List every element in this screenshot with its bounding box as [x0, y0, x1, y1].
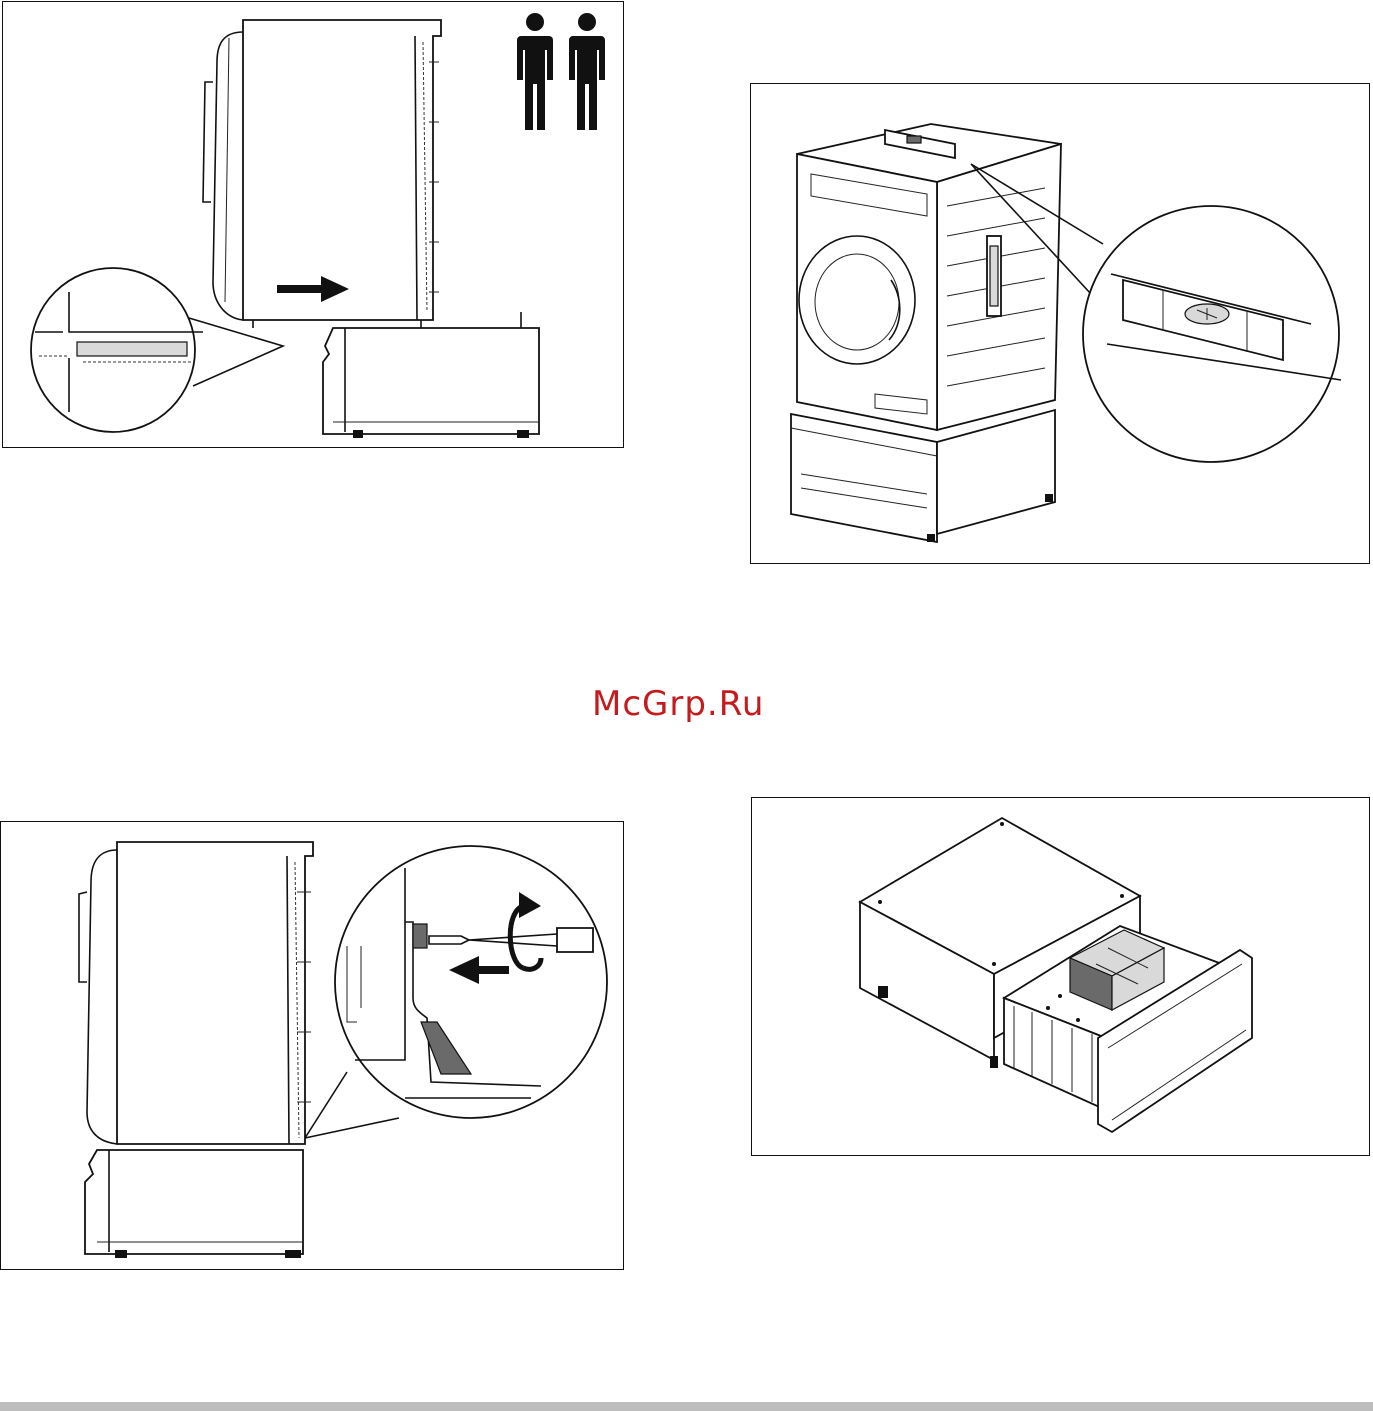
- pedestal-side-view: [323, 312, 539, 438]
- figure-level-appliance: [750, 83, 1370, 564]
- magnifier-callout-icon: [305, 846, 607, 1138]
- figure-pedestal-drawer: [751, 797, 1370, 1156]
- figure-fasten-bracket: [0, 821, 624, 1270]
- level-appliance-illustration: [751, 84, 1371, 565]
- lift-onto-pedestal-illustration: [3, 2, 625, 449]
- washer-3d-view: [797, 124, 1061, 430]
- figure-lift-onto-pedestal: [2, 1, 624, 448]
- footer-bar: [0, 1402, 1373, 1411]
- fasten-bracket-illustration: [1, 822, 625, 1271]
- pedestal-side-view: [85, 1150, 303, 1258]
- two-person-lift-icon: [517, 13, 605, 130]
- pedestal-drawer-illustration: [752, 798, 1371, 1157]
- appliance-side-view: [79, 842, 313, 1144]
- pedestal-drawer-icon: [860, 818, 1252, 1132]
- pedestal-3d-view: [791, 410, 1055, 542]
- watermark-text: McGrp.Ru: [592, 684, 764, 724]
